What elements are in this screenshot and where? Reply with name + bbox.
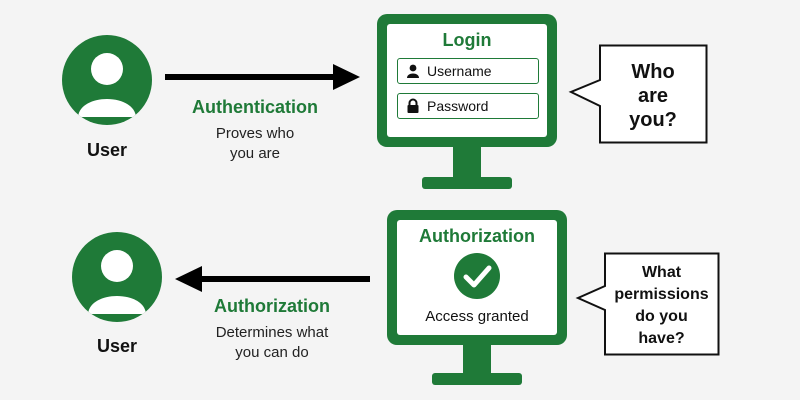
username-label: Username — [427, 63, 492, 79]
authentication-description-line1: Proves who — [215, 125, 295, 142]
authorization-monitor: Authorization Access granted — [387, 210, 567, 345]
authorization-description-line2: you can do — [235, 344, 309, 361]
authorization-monitor-base — [432, 373, 522, 385]
speech-bubble-who: Who are you? — [568, 44, 708, 144]
check-circle-icon — [454, 253, 500, 299]
login-monitor-stand — [453, 147, 481, 177]
who-line3: you? — [629, 109, 677, 131]
user-label: User — [96, 336, 138, 356]
authorization-description-line1: Determines what — [215, 324, 329, 341]
authorization-arrow — [175, 266, 370, 292]
authorization-arrow-title: Authorization — [214, 296, 330, 316]
lock-icon — [407, 98, 419, 113]
access-status-text: Access granted — [425, 308, 529, 325]
password-field[interactable]: Password — [397, 93, 539, 119]
login-screen: Login Username Password — [387, 24, 547, 137]
login-monitor-base — [422, 177, 512, 189]
authentication-title: Authentication — [192, 97, 318, 117]
authorization-monitor-stand — [463, 345, 491, 373]
user-avatar-icon — [72, 232, 162, 322]
who-line2: are — [637, 85, 669, 107]
authorization-monitor-title: Authorization — [419, 226, 535, 246]
person-icon — [407, 64, 419, 78]
authentication-arrow — [165, 64, 360, 90]
permissions-line3: do you — [635, 308, 688, 325]
login-title: Login — [442, 30, 492, 50]
speech-bubble-permissions: What permissions do you have? — [575, 252, 720, 356]
login-monitor: Login Username Password — [377, 14, 557, 147]
permissions-line4: have? — [638, 330, 685, 347]
authorization-screen: Authorization Access granted — [397, 220, 557, 335]
authentication-description-line2: you are — [229, 145, 281, 162]
permissions-line1: What — [641, 264, 682, 281]
password-label: Password — [427, 98, 489, 114]
who-line1: Who — [631, 61, 675, 83]
user-label: User — [86, 140, 128, 160]
username-field[interactable]: Username — [397, 58, 539, 84]
user-avatar-icon — [62, 35, 152, 125]
permissions-line2: permissions — [614, 286, 709, 303]
